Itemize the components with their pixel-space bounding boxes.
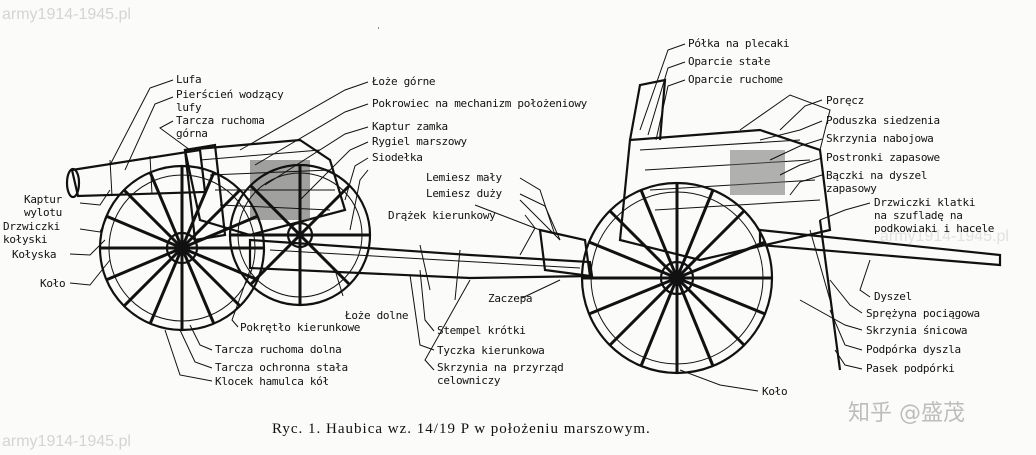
howitzer-gun-drawing xyxy=(65,138,594,332)
label-baczki: Bączki na dyszel zapasowy xyxy=(826,169,928,195)
label-poduszka: Poduszka siedzenia xyxy=(826,114,940,127)
label-loze-dolne: Łoże dolne xyxy=(345,309,409,322)
label-rygiel: Rygiel marszowy xyxy=(372,135,467,148)
label-porecz: Poręcz xyxy=(826,94,864,107)
label-loze-gorne: Łoże górne xyxy=(372,75,436,88)
label-skrzynia-snicowa: Skrzynia śnicowa xyxy=(866,324,968,337)
label-pasek: Pasek podpórki xyxy=(866,362,955,375)
label-polka: Półka na plecaki xyxy=(688,37,790,50)
label-skrzynia-przyrzad: Skrzynia na przyrząd celowniczy xyxy=(437,361,564,387)
label-pokretlo: Pokrętło kierunkowe xyxy=(240,321,361,334)
watermark-right-faint: army1914-1945.pl xyxy=(880,228,1009,245)
label-postronki: Postronki zapasowe xyxy=(826,151,940,164)
label-klocek: Klocek hamulca kół xyxy=(215,375,329,388)
label-kaptur-zamka: Kaptur zamka xyxy=(372,120,448,133)
label-kolyska: Kołyska xyxy=(12,248,57,261)
label-lufa: Lufa xyxy=(176,73,202,86)
svg-text:˙: ˙ xyxy=(376,27,381,38)
label-tyczka: Tyczka kierunkowa xyxy=(437,344,545,357)
label-podporka: Podpórka dyszla xyxy=(866,343,961,356)
watermark-bottom-left: army1914-1945.pl xyxy=(2,433,131,450)
watermark-zhihu: 知乎 @盛茂 xyxy=(848,401,965,426)
label-tarcza-gorna: Tarcza ruchoma górna xyxy=(176,114,265,140)
label-tarcza-stala: Tarcza ochronna stała xyxy=(215,361,348,374)
figure-caption: Ryc. 1. Haubica wz. 14/19 P w położeniu … xyxy=(272,421,651,437)
label-drazek: Drążek kierunkowy xyxy=(388,209,496,222)
label-kaptur-wylotu: Kaptur wylotu xyxy=(24,193,62,219)
label-stempel: Stempel krótki xyxy=(437,324,526,337)
label-drzwiczki-kolyski: Drzwiczki kołyski xyxy=(3,220,60,246)
label-zaczepa: Zaczepa xyxy=(488,292,533,305)
limber-drawing xyxy=(580,78,1002,375)
label-kolo-right: Koło xyxy=(762,385,788,398)
label-drzwiczki-klatki: Drzwiczki klatki na szufladę na podkowia… xyxy=(874,196,995,235)
watermark-top-left: army1914-1945.pl xyxy=(2,6,131,23)
label-oparcie-ruchome: Oparcie ruchome xyxy=(688,73,783,86)
label-dyszel: Dyszel xyxy=(874,290,912,303)
leader-lines xyxy=(69,43,871,392)
label-lemiesz-maly: Lemiesz mały xyxy=(426,171,502,184)
label-pierscien: Pierścień wodzący lufy xyxy=(176,88,284,114)
label-oparcie-stale: Oparcie stałe xyxy=(688,55,771,68)
label-siodelka: Siodełka xyxy=(372,151,423,164)
label-sprezyna: Sprężyna pociągowa xyxy=(866,307,980,320)
label-lemiesz-duzy: Lemiesz duży xyxy=(426,187,502,200)
label-kolo-left: Koło xyxy=(40,277,66,290)
label-pokrowiec: Pokrowiec na mechanizm położeniowy xyxy=(372,97,587,110)
label-skrzynia-nabojowa: Skrzynia nabojowa xyxy=(826,132,934,145)
label-tarcza-dolna: Tarcza ruchoma dolna xyxy=(215,343,342,356)
